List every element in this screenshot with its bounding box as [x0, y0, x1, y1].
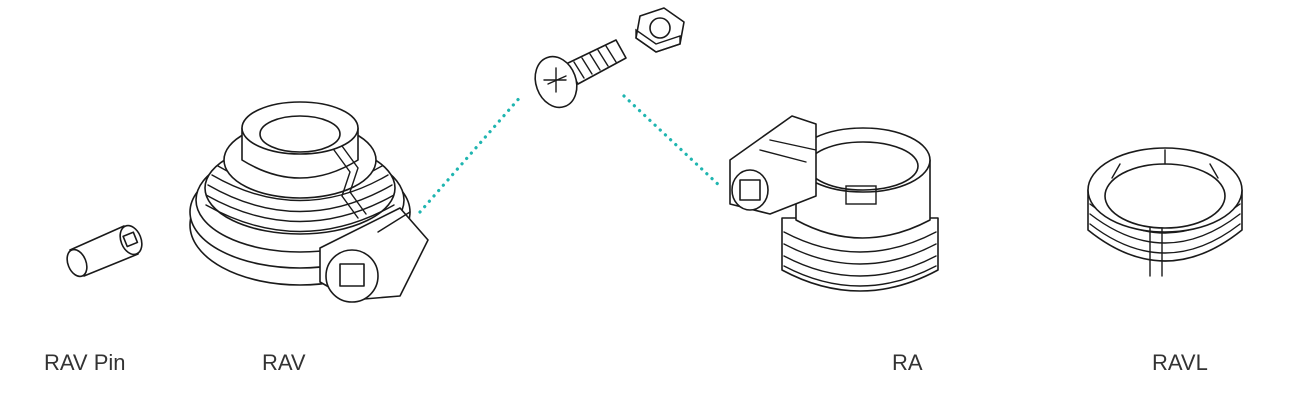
hex-nut-icon	[635, 7, 685, 53]
ravl-split-ring-icon	[1087, 147, 1243, 277]
label-ravl: RAVL	[1152, 350, 1208, 375]
label-rav: RAV	[262, 350, 306, 375]
dotted-guide-right	[622, 94, 724, 190]
label-ra: RA	[892, 350, 923, 375]
label-rav-pin: RAV Pin	[44, 350, 126, 375]
rav-adapter-icon	[189, 101, 429, 303]
rav-pin-icon	[66, 224, 143, 278]
dotted-guide-left	[418, 93, 524, 214]
ra-adapter-icon	[729, 115, 939, 292]
phillips-screw-icon	[534, 39, 627, 109]
